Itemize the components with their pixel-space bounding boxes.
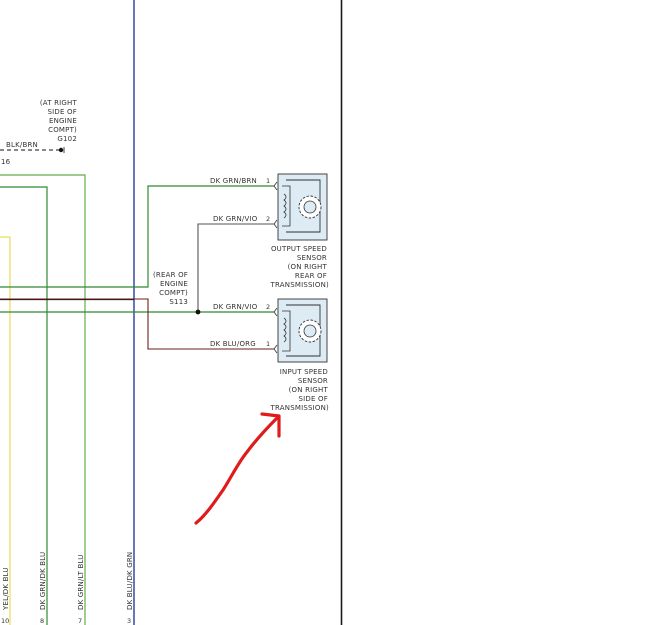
output-sensor-label-3: (ON RIGHT [288, 263, 328, 271]
input-pin-2: 2 [266, 303, 270, 311]
wire-dk-grn-dk-blu [0, 186, 48, 625]
bottom-wire-label-yel-dk-blu: YEL/DK BLU [2, 567, 10, 611]
wire-label-dk-grn-brn: DK GRN/BRN [210, 177, 257, 185]
output-speed-sensor: 1 2 OUTPUT SPEED SENSOR (ON RIGHT REAR O… [266, 173, 330, 289]
splice-location-line-3: COMPT) [159, 289, 188, 297]
wire-dk-blu-org [0, 298, 274, 350]
output-sensor-label-5: TRANSMISSION) [270, 281, 330, 289]
input-speed-sensor: 2 1 INPUT SPEED SENSOR (ON RIGHT SIDE OF… [266, 298, 330, 412]
wire-label-dk-grn-vio-input: DK GRN/VIO [213, 303, 258, 311]
wire-dk-grn-vio-output [197, 223, 274, 312]
bottom-pin-7: 7 [78, 617, 82, 625]
bottom-wire-label-dk-grn-lt-blu: DK GRN/LT BLU [77, 554, 85, 610]
input-sensor-label-1: INPUT SPEED [280, 368, 328, 376]
wire-dk-grn-brn [0, 185, 274, 288]
red-annotation-arrow [194, 416, 279, 525]
input-sensor-label-3: (ON RIGHT [289, 386, 329, 394]
splice-location-line-2: ENGINE [160, 280, 188, 288]
splice-location-line-1: (REAR OF [153, 271, 188, 279]
output-pin-1: 1 [266, 177, 270, 185]
output-pin-2: 2 [266, 215, 270, 223]
ground-location-line-3: ENGINE [49, 117, 77, 125]
output-sensor-label-4: REAR OF [295, 272, 327, 280]
input-sensor-label-2: SENSOR [298, 377, 328, 385]
splice-point [195, 309, 201, 315]
bottom-wire-label-dk-grn-dk-blu: DK GRN/DK BLU [39, 552, 47, 610]
ground-location-line-2: SIDE OF [48, 108, 77, 116]
input-pin-1: 1 [266, 340, 270, 348]
bottom-pin-10: 10 [1, 617, 9, 625]
splice-id: S113 [169, 298, 188, 306]
cut-ref: 16 [1, 158, 11, 166]
bottom-wire-label-dk-blu-dk-grn: DK BLU/DK GRN [126, 552, 134, 610]
bottom-pin-3: 3 [127, 617, 131, 625]
bottom-pin-8: 8 [40, 617, 44, 625]
ground-point [58, 147, 64, 153]
output-sensor-label-1: OUTPUT SPEED [271, 245, 327, 253]
input-sensor-label-5: TRANSMISSION) [270, 404, 330, 412]
ground-location-line-4: COMPT) [48, 126, 77, 134]
ground-id: G102 [57, 135, 77, 143]
input-sensor-label-4: SIDE OF [299, 395, 328, 403]
wire-dk-grn-lt-blu [0, 174, 86, 625]
wire-label-dk-blu-org: DK BLU/ORG [210, 340, 256, 348]
red-annotation-arrowhead [260, 412, 281, 438]
ground-location-line-1: (AT RIGHT [40, 99, 78, 107]
wire-label-dk-grn-vio-output: DK GRN/VIO [213, 215, 258, 223]
output-sensor-label-2: SENSOR [297, 254, 327, 262]
wire-label-blk-brn: BLK/BRN [6, 141, 38, 149]
